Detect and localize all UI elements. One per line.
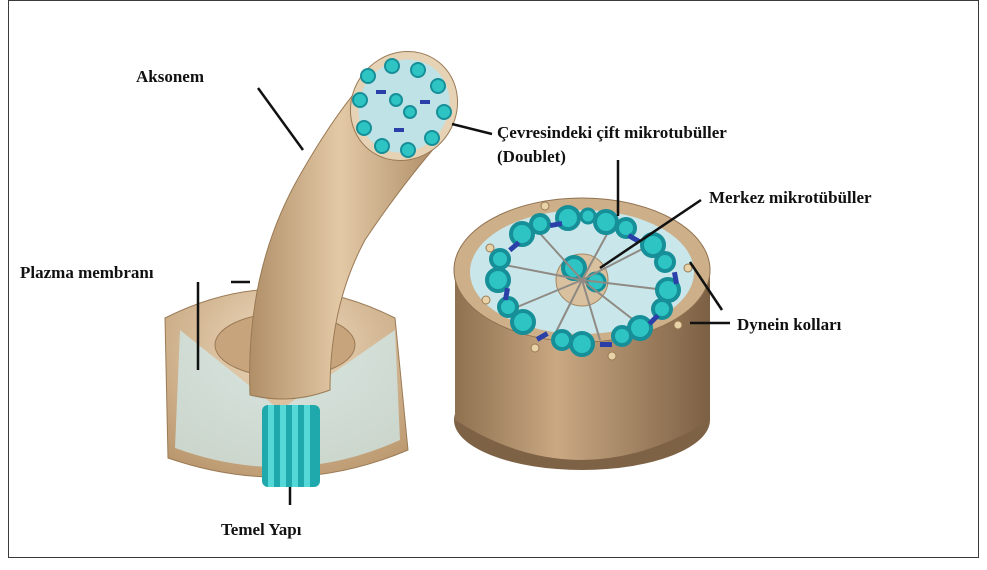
basal-body <box>262 405 320 487</box>
leader-cevre <box>452 124 492 134</box>
label-peripheral-doublets: Çevresindeki çift mikrotubüller <box>497 122 727 143</box>
label-plasma-membrane: Plazma membranı <box>20 262 154 283</box>
label-dynein-arms: Dynein kolları <box>737 314 841 335</box>
label-basal-body: Temel Yapı <box>221 519 301 540</box>
label-aksonem: Aksonem <box>136 66 204 87</box>
leader-aksonem <box>258 88 303 150</box>
doublet <box>487 250 509 291</box>
label-central-microtubules: Merkez mikrotübüller <box>709 187 872 208</box>
label-doublet: (Doublet) <box>497 146 566 167</box>
